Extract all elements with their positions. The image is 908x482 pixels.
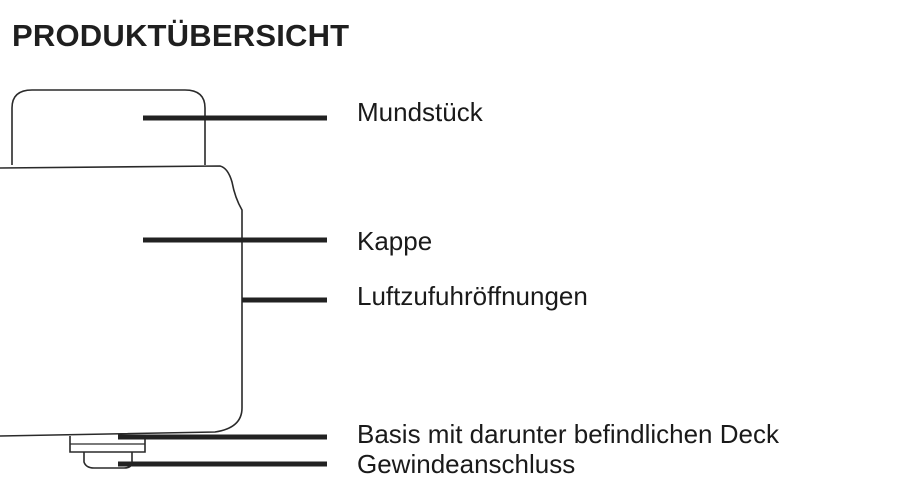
label-cap: Kappe	[357, 226, 433, 256]
cap-outline	[0, 165, 243, 437]
mouthpiece-outline	[11, 89, 206, 165]
label-mouthpiece: Mundstück	[357, 97, 483, 127]
label-base-deck: Basis mit darunter befindlichen Deck	[357, 419, 779, 449]
label-airflow: Luftzufuhröffnungen	[357, 281, 588, 311]
page-title: PRODUKTÜBERSICHT	[12, 18, 350, 53]
label-thread: Gewindeanschluss	[357, 449, 576, 479]
